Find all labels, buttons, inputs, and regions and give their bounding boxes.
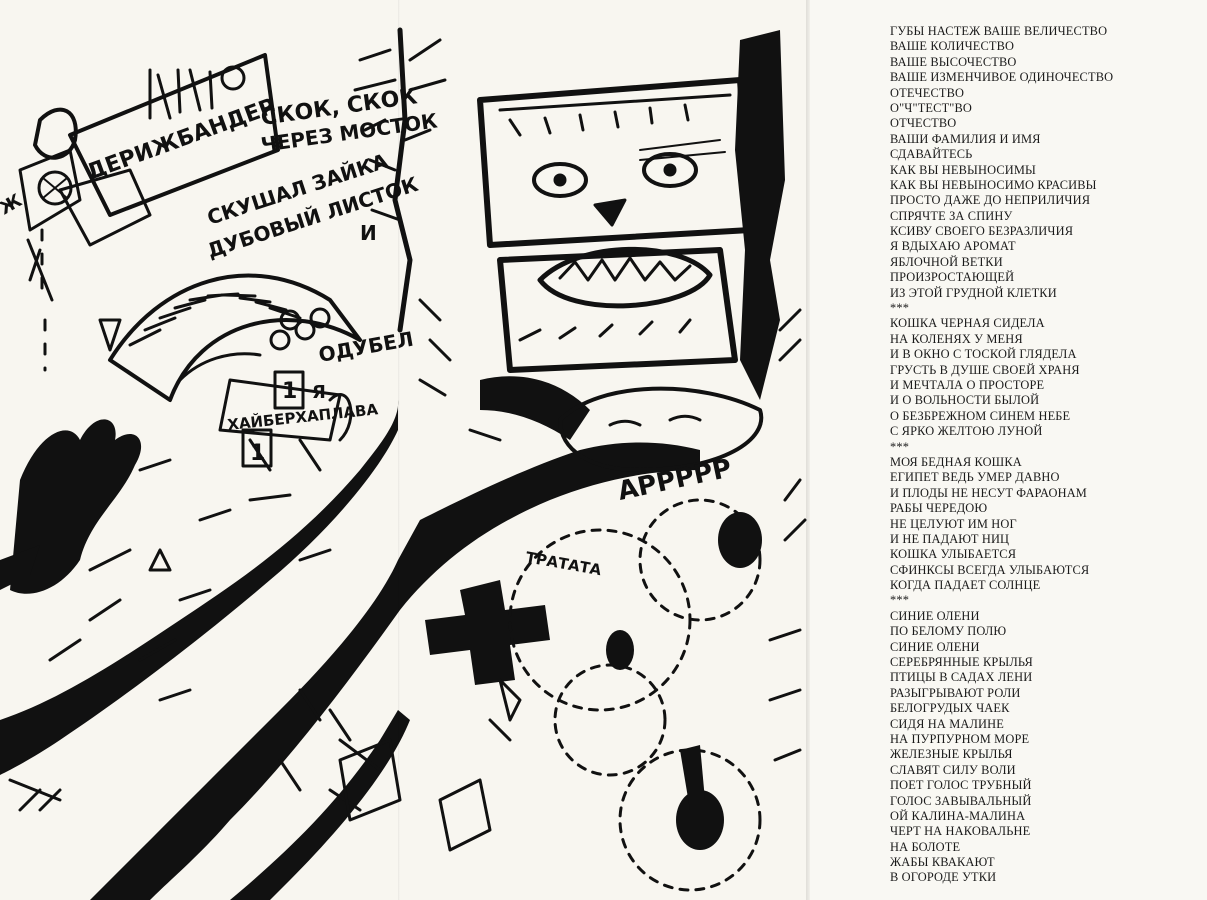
center-fold — [398, 0, 400, 900]
poem-line: ВАШЕ КОЛИЧЕСТВО — [890, 39, 1015, 54]
hand-shadow-drawing — [0, 419, 142, 594]
label-number-one-lower: 1 — [250, 441, 265, 466]
poem-line: И ПЛОДЫ НЕ НЕСУТ ФАРАОНАМ — [890, 485, 1087, 500]
poem-line: ОТЕЧЕСТВО — [890, 85, 965, 100]
poem-line: КСИВУ СВОЕГО БЕЗРАЗЛИЧИЯ — [890, 224, 1074, 239]
river-drawing — [0, 400, 700, 900]
poem-line: ВАШЕ ИЗМЕНЧИВОЕ ОДИНОЧЕСТВО — [890, 70, 1114, 85]
poem-line: ЖЕЛЕЗНЫЕ КРЫЛЬЯ — [890, 747, 1013, 762]
cross-drawing — [425, 580, 550, 685]
label-odubel: ОДУБЕЛ — [317, 327, 415, 367]
poem-line: РАБЫ ЧЕРЕДОЮ — [890, 501, 988, 516]
poem-line: ЖАБЫ КВАКАЮТ — [890, 855, 995, 870]
illustration-lettering: ДЕРИЖБАНДЕР СКОК, СКОК ЧЕРЕЗ МОСТОК СКУШ… — [0, 84, 734, 579]
poem-line: В ОГОРОДЕ УТКИ — [890, 870, 997, 885]
poem-line: МОЯ БЕДНАЯ КОШКА — [890, 454, 1022, 469]
poem-line: ПТИЦЫ В САДАХ ЛЕНИ — [890, 670, 1033, 685]
poem-line: ОЙ КАЛИНА-МАЛИНА — [890, 808, 1026, 823]
poem-line: О БЕЗБРЕЖНОМ СИНЕМ НЕБЕ — [890, 408, 1071, 423]
poem-line: КОШКА УЛЫБАЕТСЯ — [890, 547, 1017, 562]
poem-line: ГРУСТЬ В ДУШЕ СВОЕЙ ХРАНЯ — [890, 362, 1080, 377]
label-ya: Я — [312, 382, 326, 403]
poem-line: И НЕ ПАДАЮТ НИЦ — [890, 531, 1010, 546]
poem-line: ПО БЕЛОМУ ПОЛЮ — [890, 624, 1007, 639]
poem-line: И О ВОЛЬНОСТИ БЫЛОЙ — [890, 393, 1040, 408]
poem-line: СИНИЕ ОЛЕНИ — [890, 608, 980, 623]
poem-line: ГОЛОС ЗАВЫВАЛЬНЫЙ — [890, 793, 1032, 808]
poem-line: ЧЕРТ НА НАКОВАЛЬНЕ — [890, 824, 1031, 839]
poem-line: ОТЧЕСТВО — [890, 116, 957, 131]
poem-line: ЕГИПЕТ ВЕДЬ УМЕР ДАВНО — [890, 470, 1060, 485]
poem-line: И МЕЧТАЛА О ПРОСТОРЕ — [890, 377, 1045, 392]
poem-line: СПРЯЧТЕ ЗА СПИНУ — [890, 208, 1013, 223]
poem-line: СФИНКСЫ ВСЕГДА УЛЫБАЮТСЯ — [890, 562, 1090, 577]
poem-line: ВАШИ ФАМИЛИЯ И ИМЯ — [890, 131, 1041, 146]
poem-line: НА ПУРПУРНОМ МОРЕ — [890, 731, 1030, 746]
poem-line: О"Ч"ТЕСТ"ВО — [890, 100, 973, 115]
poem-line: ЯБЛОЧНОЙ ВЕТКИ — [890, 254, 1003, 269]
cat-head-drawing — [558, 386, 764, 472]
poem-line: НА БОЛОТЕ — [890, 839, 961, 854]
poem-line: КАК ВЫ НЕВЫНОСИМО КРАСИВЫ — [890, 177, 1097, 192]
poem-line: СЕРЕБРЯННЫЕ КРЫЛЬЯ — [890, 655, 1033, 670]
label-tratata: ТРАТАТА — [524, 548, 603, 579]
label-zh: Ж — [0, 190, 26, 219]
poem-line: ГУБЫ НАСТЕЖ ВАШЕ ВЕЛИЧЕСТВО — [890, 24, 1108, 38]
creature-drawing — [606, 512, 762, 850]
poem-line: Я ВДЫХАЮ АРОМАТ — [890, 239, 1016, 254]
poem-line: ИЗ ЭТОЙ ГРУДНОЙ КЛЕТКИ — [890, 285, 1057, 300]
cat-mouth-drawing — [497, 246, 738, 373]
poem-line: КОШКА ЧЕРНАЯ СИДЕЛА — [890, 316, 1045, 331]
ink-drawing: ДЕРИЖБАНДЕР СКОК, СКОК ЧЕРЕЗ МОСТОК СКУШ… — [0, 27, 807, 900]
poem-line: ПРОИЗРОСТАЮЩЕЙ — [890, 270, 1015, 285]
cat-body-shadow — [480, 30, 785, 440]
poem-line: СИНИЕ ОЛЕНИ — [890, 639, 980, 654]
poem-line: С ЯРКО ЖЕЛТОЮ ЛУНОЙ — [890, 424, 1043, 439]
poem-line: СДАВАЙТЕСЬ — [890, 147, 973, 162]
grass-drawing — [418, 298, 807, 762]
poem-page: ГУБЫ НАСТЕЖ ВАШЕ ВЕЛИЧЕСТВО ВАШЕ КОЛИЧЕС… — [810, 0, 1207, 900]
poem-line: НЕ ЦЕЛУЮТ ИМ НОГ — [890, 516, 1017, 531]
poem-line: СЛАВЯТ СИЛУ ВОЛИ — [890, 762, 1016, 777]
poem-line: ПРОСТО ДАЖЕ ДО НЕПРИЛИЧИЯ — [890, 193, 1091, 208]
scribble-drawing — [8, 318, 522, 852]
poem-line: ВАШЕ ВЫСОЧЕСТВО — [890, 54, 1017, 69]
stanza-separator: *** — [890, 301, 910, 316]
cat-frame-drawing — [477, 77, 753, 248]
poem-line: РАЗЫГРЫВАЮТ РОЛИ — [890, 685, 1021, 700]
poem-line: КОГДА ПАДАЕТ СОЛНЦЕ — [890, 578, 1041, 593]
tree-drawing — [353, 27, 447, 333]
poem-line: И В ОКНО С ТОСКОЙ ГЛЯДЕЛА — [890, 347, 1077, 362]
bridge-drawing — [108, 273, 362, 472]
poem-line: БЕЛОГРУДЫХ ЧАЕК — [890, 701, 1010, 716]
poem-text: ГУБЫ НАСТЕЖ ВАШЕ ВЕЛИЧЕСТВО ВАШЕ КОЛИЧЕС… — [890, 24, 1113, 886]
stanza-separator: *** — [890, 439, 910, 454]
poem-line: СИДЯ НА МАЛИНЕ — [890, 716, 1004, 731]
stanza-separator: *** — [890, 593, 910, 608]
poem-line: ПОЕТ ГОЛОС ТРУБНЫЙ — [890, 778, 1032, 793]
signboard-drawing — [18, 53, 280, 372]
label-number-one: 1 — [282, 379, 297, 404]
label-i: И — [360, 221, 377, 245]
page-divider — [806, 0, 810, 900]
poem-line: НА КОЛЕНЯХ У МЕНЯ — [890, 331, 1023, 346]
illustration-page: ДЕРИЖБАНДЕР СКОК, СКОК ЧЕРЕЗ МОСТОК СКУШ… — [0, 0, 808, 900]
poem-line: КАК ВЫ НЕВЫНОСИМЫ — [890, 162, 1036, 177]
